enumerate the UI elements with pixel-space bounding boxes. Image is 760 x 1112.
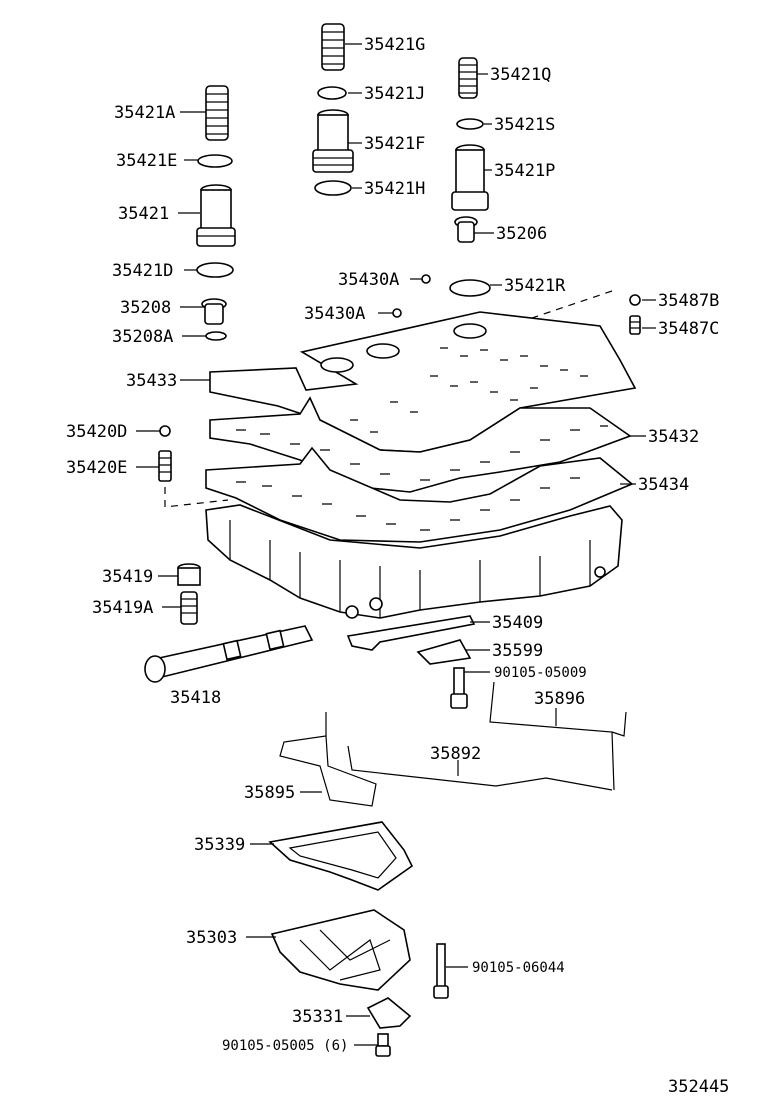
callout-35206: 35206 xyxy=(496,224,547,244)
spring-35421q xyxy=(458,57,478,99)
callout-35896: 35896 xyxy=(534,689,585,709)
callout-35421g: 35421G xyxy=(364,35,425,55)
manual-valve-35418 xyxy=(144,625,314,683)
ball-35420d xyxy=(159,425,171,437)
ball-35487b xyxy=(629,294,641,306)
sleeve-35421 xyxy=(196,184,236,247)
plate-35599 xyxy=(416,639,472,665)
gasket-35339 xyxy=(268,821,414,891)
callout-35430a-upper: 35430A xyxy=(338,270,399,290)
callout-35433: 35433 xyxy=(126,371,177,391)
plug-35206 xyxy=(454,216,478,243)
callout-35409: 35409 xyxy=(492,613,543,633)
spring-35419a xyxy=(180,591,198,625)
spring-35420e xyxy=(158,450,172,482)
oil-strainer-35303 xyxy=(270,909,411,991)
bracket-35331 xyxy=(366,997,412,1029)
callout-35419a: 35419A xyxy=(92,598,153,618)
oil-tube-35892 xyxy=(347,745,613,791)
callout-35487c: 35487C xyxy=(658,319,719,339)
callout-labels: 35421G 35421Q 35421J 35421A 35421S 35421… xyxy=(66,35,729,1097)
sleeve-35421f xyxy=(312,109,354,173)
callout-35421s: 35421S xyxy=(494,115,555,135)
callout-35418: 35418 xyxy=(170,688,221,708)
o-ring-35421s xyxy=(456,118,484,130)
callout-90105-05005: 90105-05005 (6) xyxy=(222,1038,348,1054)
spring-35421a xyxy=(205,85,229,141)
bolt-90105-05009 xyxy=(450,667,468,709)
callout-35487b: 35487B xyxy=(658,291,719,311)
ball-35430a-lower xyxy=(392,308,402,318)
callout-35419: 35419 xyxy=(102,567,153,587)
oil-tube-35895 xyxy=(279,712,377,807)
detent-spring-35409 xyxy=(346,615,476,651)
valve-body xyxy=(205,504,623,619)
spring-35421g xyxy=(321,23,345,71)
callout-35421h: 35421H xyxy=(364,179,425,199)
leader-lines xyxy=(136,43,656,1046)
callout-35421: 35421 xyxy=(118,204,169,224)
o-ring-35421h xyxy=(314,180,352,196)
o-ring-35208a xyxy=(205,331,227,341)
callout-35434: 35434 xyxy=(638,475,689,495)
callout-35208: 35208 xyxy=(120,298,171,318)
oil-tube-35896 xyxy=(489,681,627,791)
callout-35421p: 35421P xyxy=(494,161,555,181)
diagram-number: 352445 xyxy=(668,1077,729,1097)
plug-35208 xyxy=(201,298,227,325)
plate-35434 xyxy=(205,446,634,543)
callout-35892: 35892 xyxy=(430,744,481,764)
callout-35421a: 35421A xyxy=(114,103,175,123)
o-ring-35421r xyxy=(449,279,491,297)
callout-35430a-lower: 35430A xyxy=(304,304,365,324)
spring-35487c xyxy=(629,315,641,335)
o-ring-35421d xyxy=(196,262,234,278)
callout-35303: 35303 xyxy=(186,928,237,948)
callout-90105-06044: 90105-06044 xyxy=(472,960,565,976)
callout-35420e: 35420E xyxy=(66,458,127,478)
alignment-line-right xyxy=(519,290,613,323)
ball-35430a-upper xyxy=(421,274,431,284)
alignment-line-left xyxy=(164,487,229,508)
callout-35421q: 35421Q xyxy=(490,65,551,85)
o-ring-35421e xyxy=(197,154,233,168)
callout-90105-05009: 90105-05009 xyxy=(494,665,587,681)
plug-35419 xyxy=(177,563,201,586)
callout-35420d: 35420D xyxy=(66,422,127,442)
callout-35432: 35432 xyxy=(648,427,699,447)
callout-35421r: 35421R xyxy=(504,276,566,296)
bolt-90105-05005 xyxy=(375,1033,391,1057)
o-ring-35421j xyxy=(317,86,347,100)
callout-35331: 35331 xyxy=(292,1007,343,1027)
callout-35339: 35339 xyxy=(194,835,245,855)
callout-35421j: 35421J xyxy=(364,84,425,104)
callout-35421f: 35421F xyxy=(364,134,425,154)
callout-35599: 35599 xyxy=(492,641,543,661)
callout-35208a: 35208A xyxy=(112,327,173,347)
callout-35895: 35895 xyxy=(244,783,295,803)
sleeve-35421p xyxy=(451,144,489,211)
callout-35421e: 35421E xyxy=(116,151,177,171)
callout-35421d: 35421D xyxy=(112,261,173,281)
bolt-90105-06044 xyxy=(433,943,449,999)
